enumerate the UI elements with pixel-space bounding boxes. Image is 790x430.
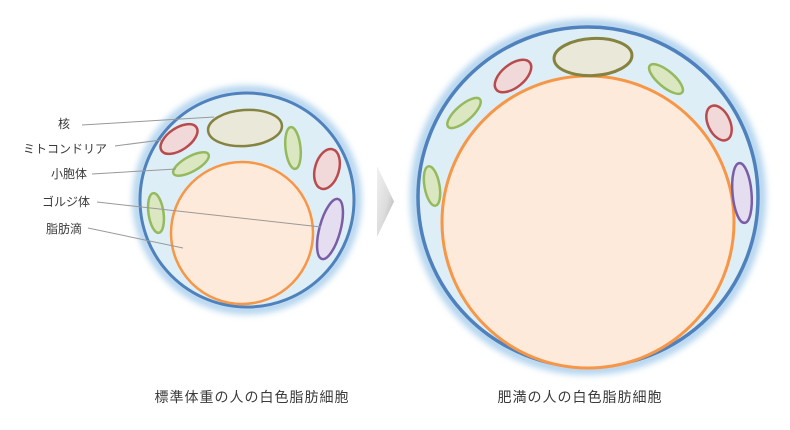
normal-cell-golgi: [315, 197, 345, 261]
leader-line-lipid-droplet: [87, 227, 184, 249]
label-er: 小胞体: [50, 167, 87, 181]
obese-cell-er-3: [422, 165, 442, 207]
obese-cell-glow: [410, 19, 766, 375]
obese-cell-nucleus: [552, 36, 634, 78]
leader-line-mitochondria: [114, 139, 162, 147]
caption-obese-cell: 肥満の人の白色脂肪細胞: [497, 389, 663, 405]
leader-line-er: [91, 168, 177, 175]
normal-cell-er-2: [171, 151, 211, 177]
normal-cell-nucleus: [206, 108, 284, 148]
normal-cell-lipid-droplet: [169, 160, 315, 306]
obese-cell: [410, 19, 766, 375]
normal-cell-mitochondrion-1: [159, 122, 199, 156]
label-lipid-droplet: 脂肪滴: [45, 222, 82, 236]
caption-normal-cell: 標準体重の人の白色脂肪細胞: [154, 389, 350, 405]
obese-cell-mitochondrion-2: [705, 104, 733, 142]
leader-lines: [81, 116, 322, 249]
normal-cell-mitochondrion-2: [312, 147, 342, 191]
leader-line-nucleus: [81, 116, 215, 126]
normal-cell: [132, 85, 362, 315]
label-mitochondria: ミトコンドリア: [22, 142, 107, 156]
obese-cell-golgi: [730, 161, 754, 225]
right-arrow-icon: [377, 166, 394, 237]
normal-cell-er-3: [146, 191, 166, 235]
label-golgi: ゴルジ体: [41, 195, 90, 209]
obese-cell-lipid-droplet: [440, 74, 736, 370]
normal-cell-er-1: [283, 125, 303, 171]
normal-cell-glow: [132, 85, 362, 315]
obese-cell-mitochondrion-1: [493, 58, 533, 94]
label-nucleus: 核: [57, 117, 70, 131]
obese-cell-er-1: [647, 62, 685, 96]
obese-cell-er-2: [446, 96, 482, 130]
leader-line-golgi: [96, 201, 322, 228]
